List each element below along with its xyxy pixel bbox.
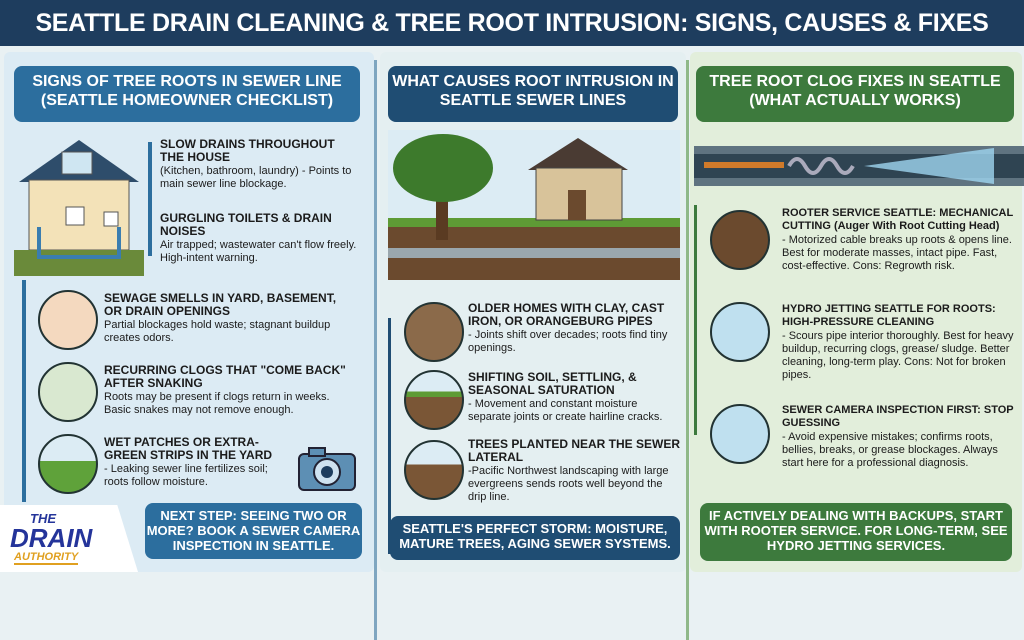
item-title: WET PATCHES OR EXTRA-GREEN STRIPS IN THE… bbox=[104, 435, 273, 462]
perfect-storm-banner: SEATTLE'S PERFECT STORM: MOISTURE, MATUR… bbox=[390, 516, 680, 560]
signs-heading: SIGNS OF TREE ROOTS IN SEWER LINE (SEATT… bbox=[14, 66, 360, 122]
fixes-heading: TREE ROOT CLOG FIXES IN SEATTLE (WHAT AC… bbox=[696, 66, 1014, 122]
logo-text: THE bbox=[30, 511, 56, 526]
tree-roots-icon bbox=[404, 440, 464, 500]
item-title: SHIFTING SOIL, SETTLING, & SEASONAL SATU… bbox=[468, 370, 637, 397]
item-desc: -Pacific Northwest landscaping with larg… bbox=[468, 465, 669, 503]
water-jet-icon bbox=[710, 302, 770, 362]
logo: THE DRAIN AUTHORITY bbox=[0, 505, 138, 572]
pipes-icon bbox=[404, 302, 464, 362]
camera-icon bbox=[298, 447, 356, 491]
item-desc: - Avoid expensive mistakes; confirms roo… bbox=[782, 431, 998, 469]
cause-item-3: TREES PLANTED NEAR THE SEWER LATERAL -Pa… bbox=[468, 438, 683, 504]
item-desc: - Motorized cable breaks up roots & open… bbox=[782, 234, 1012, 272]
camera-monitor-icon bbox=[710, 404, 770, 464]
sign-item-2: GURGLING TOILETS & DRAIN NOISES Air trap… bbox=[160, 212, 360, 265]
connector-line bbox=[388, 318, 391, 554]
soil-crack-icon bbox=[404, 370, 464, 430]
fix-item-3: SEWER CAMERA INSPECTION FIRST: STOP GUES… bbox=[782, 404, 1022, 470]
house-plumbing-icon bbox=[14, 140, 144, 276]
sign-item-5: WET PATCHES OR EXTRA-GREEN STRIPS IN THE… bbox=[104, 436, 294, 489]
item-title: SEWER CAMERA INSPECTION FIRST: STOP GUES… bbox=[782, 404, 1014, 429]
causes-heading: WHAT CAUSES ROOT INTRUSION IN SEATTLE SE… bbox=[388, 66, 678, 122]
auger-icon bbox=[710, 210, 770, 270]
fix-item-2: HYDRO JETTING SEATTLE FOR ROOTS: HIGH-PR… bbox=[782, 303, 1022, 382]
connector-line bbox=[148, 142, 152, 256]
item-desc: Roots may be present if clogs return in … bbox=[104, 391, 330, 416]
fix-item-1: ROOTER SERVICE SEATTLE: MECHANICAL CUTTI… bbox=[782, 207, 1022, 273]
page-title: SEATTLE DRAIN CLEANING & TREE ROOT INTRU… bbox=[0, 0, 1024, 46]
item-title: SLOW DRAINS THROUGHOUT THE HOUSE bbox=[160, 137, 335, 164]
item-desc: - Movement and constant moisture separat… bbox=[468, 398, 663, 423]
pipe-jetting-illustration bbox=[694, 146, 1024, 186]
sign-item-4: RECURRING CLOGS THAT "COME BACK" AFTER S… bbox=[104, 364, 349, 417]
next-step-cta[interactable]: NEXT STEP: SEEING TWO OR MORE? BOOK A SE… bbox=[145, 503, 362, 559]
item-desc: - Joints shift over decades; roots find … bbox=[468, 329, 668, 354]
logo-text: AUTHORITY bbox=[14, 551, 79, 565]
grass-icon bbox=[38, 434, 98, 494]
sign-item-1: SLOW DRAINS THROUGHOUT THE HOUSE (Kitche… bbox=[160, 138, 360, 191]
item-title: OLDER HOMES WITH CLAY, CAST IRON, OR ORA… bbox=[468, 301, 665, 328]
drain-snake-icon bbox=[38, 362, 98, 422]
backup-advice-banner[interactable]: IF ACTIVELY DEALING WITH BACKUPS, START … bbox=[700, 503, 1012, 561]
item-desc: Air trapped; wastewater can't flow freel… bbox=[160, 239, 357, 264]
house-tree-illustration bbox=[388, 130, 680, 280]
cause-item-2: SHIFTING SOIL, SETTLING, & SEASONAL SATU… bbox=[468, 371, 683, 424]
item-title: SEWAGE SMELLS IN YARD, BASEMENT, OR DRAI… bbox=[104, 291, 337, 318]
logo-text: DRAIN bbox=[10, 523, 93, 553]
connector-line bbox=[22, 280, 26, 502]
item-desc: Partial blockages hold waste; stagnant b… bbox=[104, 319, 331, 344]
nose-icon bbox=[38, 290, 98, 350]
sign-item-3: SEWAGE SMELLS IN YARD, BASEMENT, OR DRAI… bbox=[104, 292, 344, 345]
item-title: TREES PLANTED NEAR THE SEWER LATERAL bbox=[468, 437, 681, 464]
divider bbox=[686, 60, 689, 640]
item-title: GURGLING TOILETS & DRAIN NOISES bbox=[160, 211, 332, 238]
item-desc: (Kitchen, bathroom, laundry) - Points to… bbox=[160, 165, 352, 190]
connector-line bbox=[694, 205, 697, 435]
item-desc: - Scours pipe interior thoroughly. Best … bbox=[782, 330, 1014, 381]
item-title: ROOTER SERVICE SEATTLE: MECHANICAL CUTTI… bbox=[782, 207, 1014, 232]
divider bbox=[374, 60, 377, 640]
item-title: RECURRING CLOGS THAT "COME BACK" AFTER S… bbox=[104, 363, 346, 390]
item-desc: - Leaking sewer line fertilizes soil; ro… bbox=[104, 463, 268, 488]
cause-item-1: OLDER HOMES WITH CLAY, CAST IRON, OR ORA… bbox=[468, 302, 678, 355]
item-title: HYDRO JETTING SEATTLE FOR ROOTS: HIGH-PR… bbox=[782, 303, 996, 328]
